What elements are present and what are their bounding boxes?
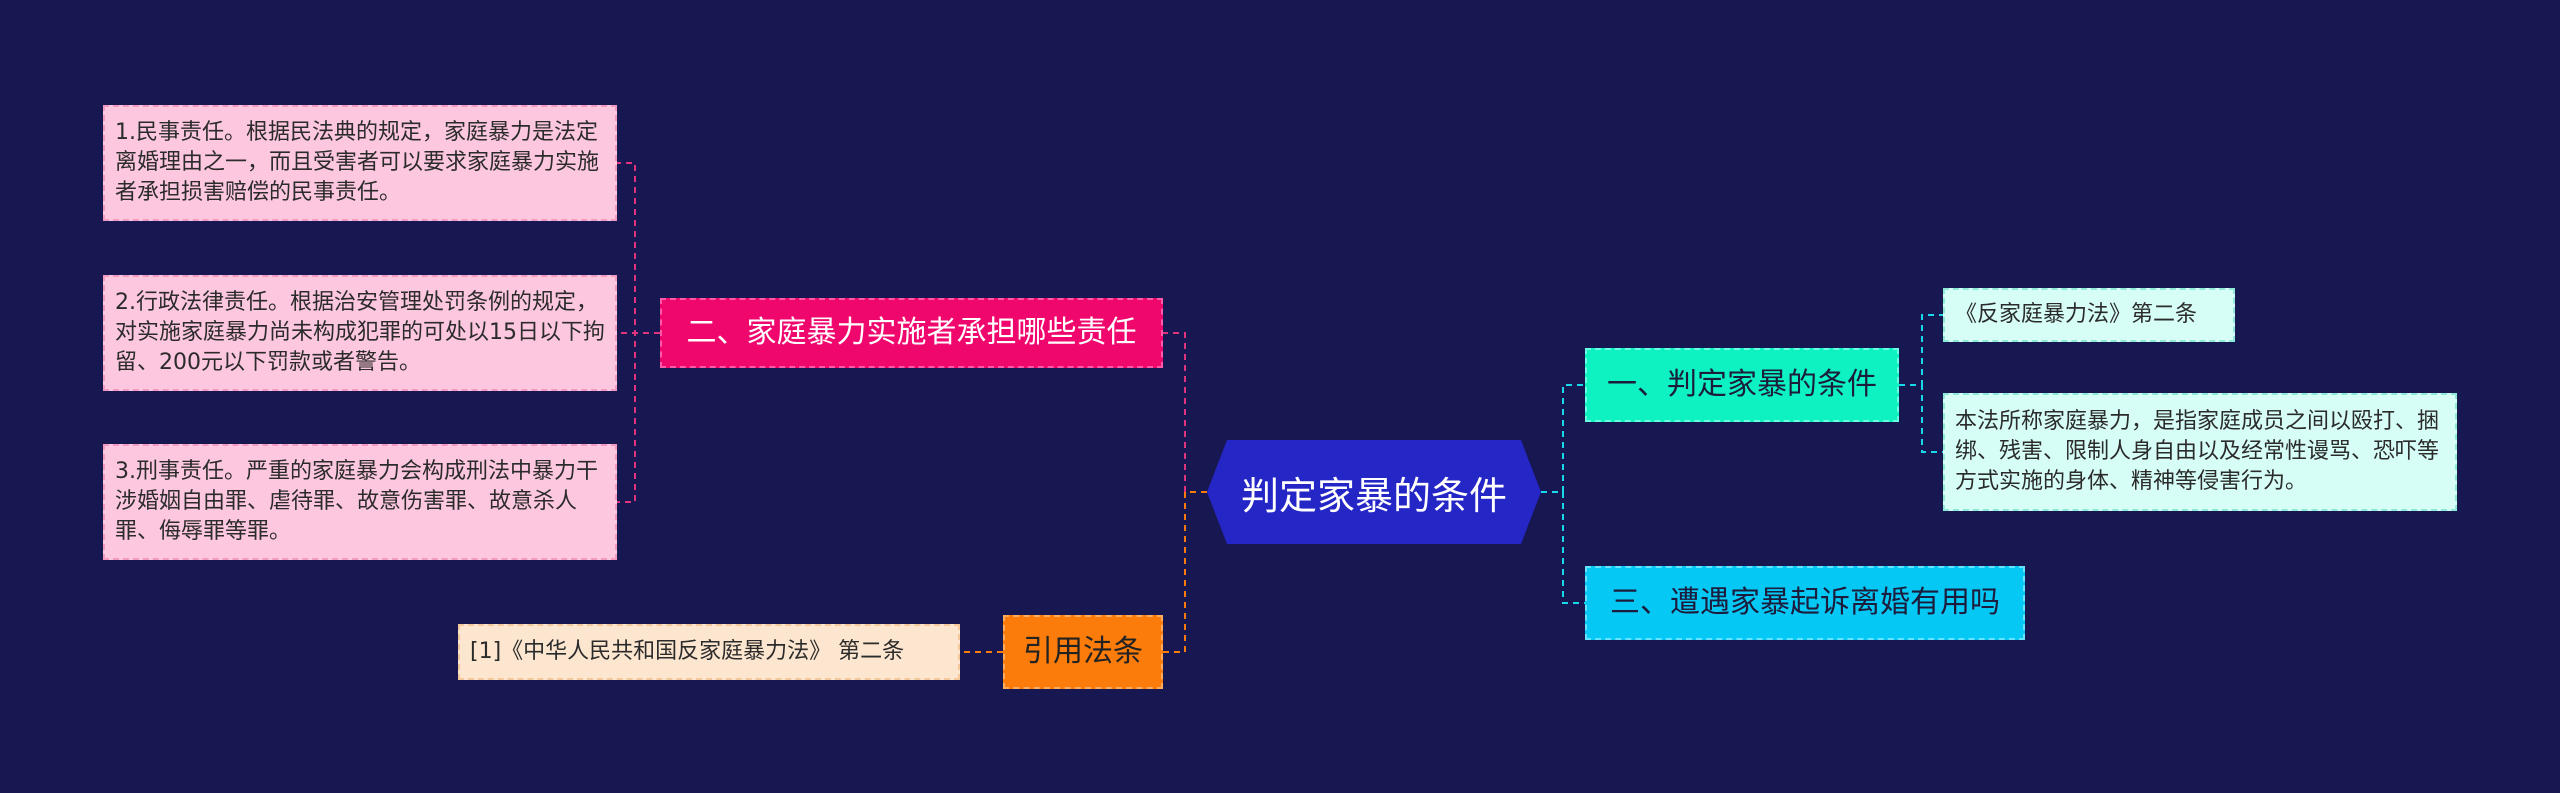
leaf-law-definition[interactable]: 本法所称家庭暴力，是指家庭成员之间以殴打、捆绑、残害、限制人身自由以及经常性谩骂…	[1943, 393, 2457, 511]
leaf-civil-liability-text: 1.民事责任。根据民法典的规定，家庭暴力是法定离婚理由之一，而且受害者可以要求家…	[115, 120, 600, 205]
root-label: 判定家暴的条件	[1240, 473, 1507, 518]
branch-conditions[interactable]: 一、判定家暴的条件	[1585, 348, 1899, 422]
leaf-law-article-text: 《反家庭暴力法》第二条	[1955, 302, 2198, 328]
branch-citation-label: 引用法条	[1023, 633, 1143, 669]
branch-lawsuit[interactable]: 三、遭遇家暴起诉离婚有用吗	[1585, 566, 2025, 640]
leaf-civil-liability[interactable]: 1.民事责任。根据民法典的规定，家庭暴力是法定离婚理由之一，而且受害者可以要求家…	[103, 105, 617, 221]
leaf-criminal-liability-text: 3.刑事责任。严重的家庭暴力会构成刑法中暴力干涉婚姻自由罪、虐待罪、故意伤害罪、…	[115, 459, 598, 544]
branch-citation[interactable]: 引用法条	[1003, 615, 1163, 689]
branch-responsibility-label: 二、家庭暴力实施者承担哪些责任	[686, 314, 1137, 350]
leaf-citation-law[interactable]: [1]《中华人民共和国反家庭暴力法》 第二条	[458, 624, 960, 680]
leaf-criminal-liability[interactable]: 3.刑事责任。严重的家庭暴力会构成刑法中暴力干涉婚姻自由罪、虐待罪、故意伤害罪、…	[103, 444, 617, 560]
leaf-law-definition-text: 本法所称家庭暴力，是指家庭成员之间以殴打、捆绑、残害、限制人身自由以及经常性谩骂…	[1955, 409, 2440, 494]
leaf-citation-law-text: [1]《中华人民共和国反家庭暴力法》 第二条	[470, 639, 905, 665]
branch-responsibility[interactable]: 二、家庭暴力实施者承担哪些责任	[660, 298, 1163, 368]
root-node[interactable]: 判定家暴的条件	[1207, 440, 1541, 544]
leaf-administrative-liability-text: 2.行政法律责任。根据治安管理处罚条例的规定，对实施家庭暴力尚未构成犯罪的可处以…	[115, 290, 605, 375]
leaf-administrative-liability[interactable]: 2.行政法律责任。根据治安管理处罚条例的规定，对实施家庭暴力尚未构成犯罪的可处以…	[103, 275, 617, 391]
leaf-law-article[interactable]: 《反家庭暴力法》第二条	[1943, 288, 2235, 342]
branch-conditions-label: 一、判定家暴的条件	[1607, 366, 1877, 402]
branch-lawsuit-label: 三、遭遇家暴起诉离婚有用吗	[1610, 584, 2000, 620]
